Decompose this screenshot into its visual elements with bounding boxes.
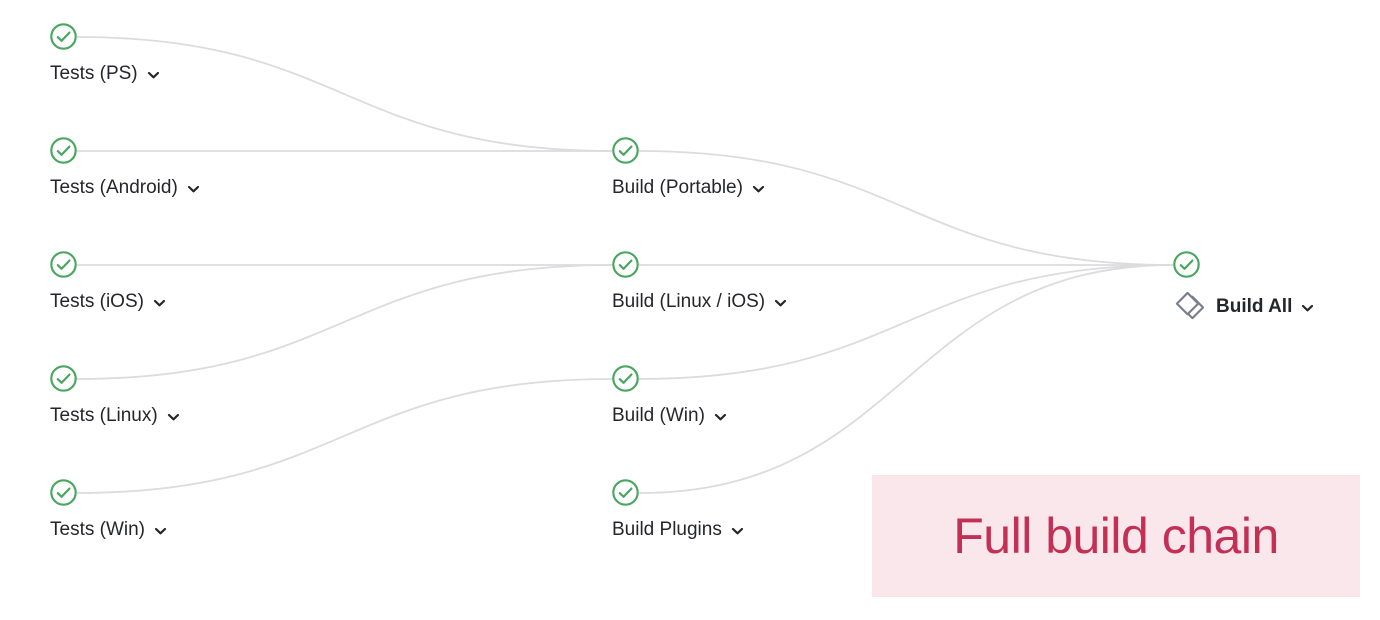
job-dropdown-trigger[interactable]: Build (Linux / iOS) (612, 291, 787, 313)
job-build-linux-ios[interactable]: Build (Linux / iOS) (612, 251, 787, 313)
chevron-down-icon (714, 413, 727, 421)
edge-tests-linux-to-build-linux-ios (76, 264, 613, 380)
job-label: Build Plugins (612, 519, 722, 540)
job-dropdown-trigger[interactable]: Tests (Linux) (50, 405, 180, 427)
job-label: Tests (PS) (50, 63, 138, 84)
chevron-down-icon (775, 299, 787, 307)
job-tests-ps[interactable]: Tests (PS) (50, 23, 160, 85)
job-label: Tests (Linux) (50, 405, 158, 426)
job-dropdown-trigger[interactable]: Build Plugins (612, 519, 744, 541)
status-success-icon[interactable] (50, 251, 77, 278)
status-success-icon[interactable] (50, 137, 77, 164)
job-label: Build (Win) (612, 405, 705, 426)
job-build-portable[interactable]: Build (Portable) (612, 137, 765, 199)
job-label: Build (Linux / iOS) (612, 291, 766, 312)
job-tests-android[interactable]: Tests (Android) (50, 137, 200, 199)
status-success-icon[interactable] (1173, 251, 1200, 278)
job-tests-linux[interactable]: Tests (Linux) (50, 365, 180, 427)
chevron-down-icon (187, 185, 199, 193)
status-success-icon[interactable] (50, 365, 77, 392)
stacked-diamonds-icon (1175, 291, 1205, 320)
job-dropdown-trigger[interactable]: Build (Win) (612, 405, 727, 427)
edge-build-win-to-build-all (638, 264, 1174, 380)
edge-tests-win-to-build-win (76, 378, 613, 494)
chevron-down-icon (167, 413, 179, 421)
status-success-icon[interactable] (612, 479, 639, 506)
job-tests-ios[interactable]: Tests (iOS) (50, 251, 166, 313)
chevron-down-icon (1302, 304, 1314, 311)
annotation-label: Full build chain (953, 508, 1279, 564)
status-success-icon[interactable] (50, 479, 77, 506)
job-dropdown-trigger[interactable]: Tests (PS) (50, 63, 160, 85)
job-dropdown-trigger[interactable]: Tests (Android) (50, 177, 200, 199)
job-label: Tests (Android) (50, 177, 178, 198)
chevron-down-icon (153, 299, 166, 307)
job-tests-win[interactable]: Tests (Win) (50, 479, 167, 541)
job-dropdown-trigger[interactable]: Tests (Win) (50, 519, 167, 541)
job-dropdown-trigger[interactable]: Tests (iOS) (50, 291, 166, 313)
job-dropdown-trigger[interactable]: Build All (1216, 296, 1314, 318)
job-build-all[interactable]: Build All (1173, 251, 1314, 322)
job-dropdown-trigger[interactable]: Build (Portable) (612, 177, 765, 199)
status-success-icon[interactable] (612, 251, 639, 278)
job-label: Build All (1216, 295, 1293, 317)
edge-tests-ps-to-build-portable (76, 36, 613, 152)
job-build-win[interactable]: Build (Win) (612, 365, 727, 427)
edge-build-plugins-to-build-all (638, 264, 1174, 494)
status-success-icon[interactable] (612, 365, 639, 392)
chevron-down-icon (154, 527, 167, 535)
chevron-down-icon (752, 185, 765, 193)
job-label: Tests (iOS) (50, 291, 144, 312)
job-build-plugins[interactable]: Build Plugins (612, 479, 744, 541)
job-label: Tests (Win) (50, 519, 145, 540)
chevron-down-icon (731, 527, 743, 535)
edge-build-portable-to-build-all (638, 150, 1174, 266)
chevron-down-icon (147, 71, 159, 79)
status-success-icon[interactable] (50, 23, 77, 50)
status-success-icon[interactable] (612, 137, 639, 164)
job-label: Build (Portable) (612, 177, 743, 198)
annotation-full-build-chain: Full build chain (872, 475, 1360, 597)
